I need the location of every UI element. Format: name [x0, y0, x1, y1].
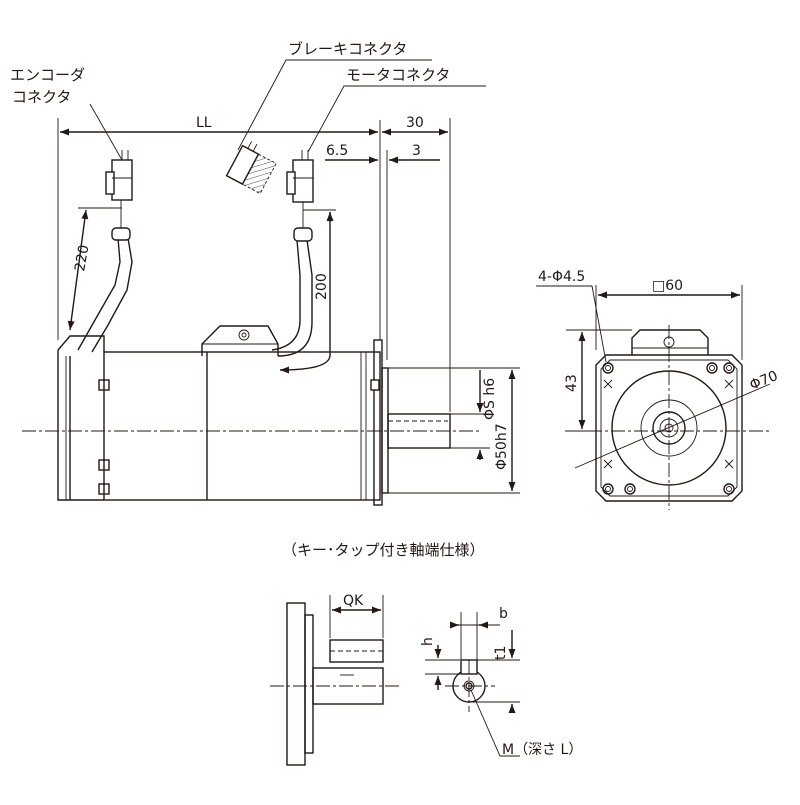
- dim-b: b: [499, 606, 508, 622]
- connector-block: [201, 325, 279, 356]
- dim-30: 30: [406, 115, 424, 131]
- section-title: （キー･タップ付き軸端仕様）: [282, 541, 485, 559]
- dim-ll: LL: [196, 115, 212, 131]
- dim-square: □60: [652, 278, 683, 294]
- pilot: [381, 367, 389, 494]
- encoder-cover-top: [57, 335, 105, 352]
- dim-pilot-dia: Φ50h7: [494, 423, 510, 470]
- dim-43: 43: [564, 374, 580, 392]
- front-view: □60 4-Φ4.5 43 Φ70: [536, 269, 780, 510]
- label-encoder-connector-2: コネクタ: [12, 88, 71, 106]
- square-flange: [595, 354, 743, 502]
- dim-bolt-holes: 4-Φ4.5: [538, 269, 585, 285]
- encoder-cover-outline: [57, 350, 104, 501]
- dim-6-5: 6.5: [326, 143, 348, 159]
- encoder-connector: [111, 159, 133, 201]
- dim-t1: t1: [493, 646, 509, 660]
- tap-note: M（深さ L）: [502, 742, 582, 758]
- label-motor-connector: モータコネクタ: [346, 66, 450, 84]
- flange: [373, 339, 383, 506]
- front-connector-block: [631, 329, 709, 355]
- shaft-circle: [652, 411, 686, 445]
- pcd-circle: [611, 370, 727, 486]
- label-encoder-connector-1: エンコーダ: [10, 66, 85, 84]
- dim-qk: QK: [343, 593, 364, 609]
- motor-body: [103, 351, 381, 501]
- dim-3: 3: [412, 143, 421, 159]
- side-view: LL 30 6.5 3 220 200 ΦS h6 Φ50h7 エンコーダ コネ…: [10, 40, 520, 506]
- key-detail-side: QK: [270, 593, 400, 766]
- label-brake-connector: ブレーキコネクタ: [288, 40, 407, 58]
- motor-connector: [292, 159, 314, 203]
- dim-h: h: [420, 637, 436, 646]
- brake-connector: [225, 141, 277, 195]
- dim-200: 200: [314, 273, 330, 300]
- motor-cable: [271, 239, 301, 351]
- dim-pcd: Φ70: [748, 368, 781, 394]
- bolt-holes: [602, 362, 735, 495]
- encoder-cable: [77, 237, 121, 351]
- shaft: [387, 413, 451, 449]
- key-detail-end: b h t1 M（深さ L）: [420, 606, 582, 758]
- dim-shaft-dia: ΦS h6: [482, 378, 498, 420]
- dim-220: 220: [72, 244, 92, 273]
